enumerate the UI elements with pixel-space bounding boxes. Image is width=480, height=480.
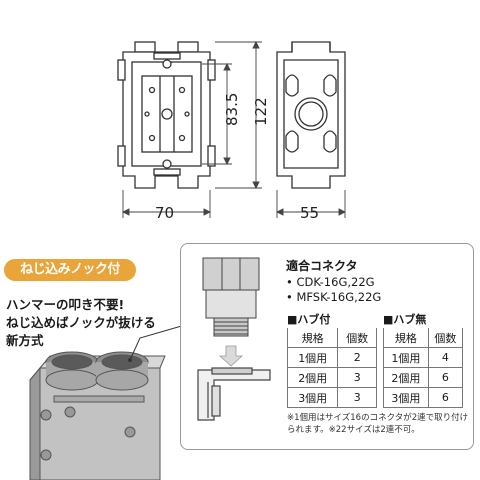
table-cell: 3個用 — [383, 387, 429, 408]
hub-table: 規格 個数 1個用 2 2個用 3 3個用 3 — [286, 328, 377, 408]
feature-description: ハンマーの叩き不要! ねじ込めばノックが抜ける 新方式 — [6, 296, 156, 350]
table-row: 2個用 3 — [286, 367, 377, 388]
connector-item-2: • MFSK-16G,22G — [286, 290, 382, 304]
table-row: 2個用 6 — [383, 367, 464, 388]
box-photo-illustration — [29, 351, 166, 480]
connector-list: • CDK-16G,22G • MFSK-16G,22G — [286, 275, 381, 305]
hub-table-title: ■ハブ付 — [287, 313, 331, 326]
table-cell: 6 — [427, 367, 464, 388]
table-cell: 2個用 — [286, 367, 339, 388]
table-row: 1個用 4 — [383, 347, 464, 368]
nohub-table-header-count: 個数 — [427, 328, 464, 348]
table-cell: 4 — [427, 347, 464, 368]
table-cell: 3個用 — [286, 387, 339, 408]
side-view-drawing — [276, 41, 346, 189]
hub-table-header-spec: 規格 — [286, 328, 339, 348]
table-cell: 3 — [337, 387, 377, 408]
nohub-table-title: ■ハブ無 — [383, 313, 427, 326]
dimension-label-width-front: 70 — [155, 204, 175, 222]
table-row: 3個用 3 — [286, 387, 377, 408]
table-cell: 2個用 — [383, 367, 429, 388]
connector-panel-title: 適合コネクタ — [286, 259, 358, 273]
dimension-lines — [121, 40, 347, 218]
connector-item-1: • CDK-16G,22G — [286, 275, 375, 289]
pointer-line — [129, 324, 186, 361]
nohub-table-header-spec: 規格 — [383, 328, 429, 348]
table-cell: 1個用 — [286, 347, 339, 368]
table-cell: 1個用 — [383, 347, 429, 368]
description-line-3: 新方式 — [6, 333, 44, 348]
table-row: 3個用 6 — [383, 387, 464, 408]
description-line-2: ねじ込めばノックが抜ける — [6, 315, 156, 330]
dimension-label-width-side: 55 — [300, 204, 320, 222]
table-cell: 3 — [337, 367, 377, 388]
front-view-drawing — [117, 41, 216, 189]
feature-badge: ねじ込みノック付 — [4, 259, 136, 281]
description-line-1: ハンマーの叩き不要! — [6, 297, 125, 312]
footnote: ※1個用はサイズ16のコネクタが2連で取り付けられます。※22サイズは2連不可。 — [287, 413, 469, 435]
table-cell: 6 — [427, 387, 464, 408]
hub-table-header-count: 個数 — [337, 328, 377, 348]
nohub-table: 規格 個数 1個用 4 2個用 6 3個用 6 — [383, 328, 464, 408]
table-cell: 2 — [337, 347, 377, 368]
table-row: 1個用 2 — [286, 347, 377, 368]
arrow-down-icon — [218, 345, 244, 367]
